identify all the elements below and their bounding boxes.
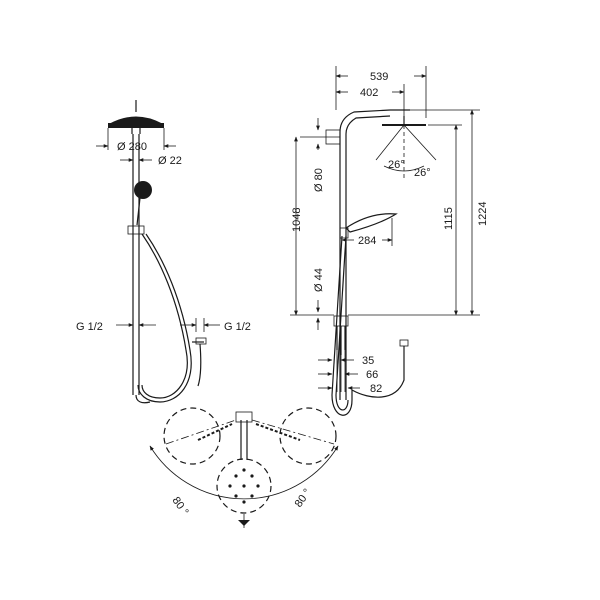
side-hand-shower [331,213,398,396]
arm-length-outer-dimension: 539 [335,66,427,118]
spray-angle-2-label: 26° [414,167,431,179]
total-height-label: 1224 [477,202,489,226]
nozzle-dots [228,468,260,504]
arm-length-inner-dimension: 402 [335,84,405,116]
offset-3-label: 82 [370,383,382,395]
pipe-diameter-label: Ø 22 [158,155,182,167]
arm-length-inner-label: 402 [360,87,378,99]
spray-angle: 26° 26° [375,124,437,179]
swivel-right-label: 80 ° [293,487,314,510]
overhead-shower-head [108,100,164,134]
swivel-position-right [279,407,337,465]
wall-spacing-label: Ø 80 [313,168,325,192]
lower-spacing-dimension: Ø 44 [313,268,325,330]
pipe-diameter-dimension: Ø 22 [120,155,182,167]
side-view: 26° 26° 539 [290,66,489,416]
head-diameter-dimension: Ø 280 [96,128,176,153]
head-height-dimension: 1115 [428,124,462,316]
swivel-position-center [216,458,272,514]
hose-connector [195,337,207,345]
handshower-reach-label: 284 [358,235,376,247]
head-height-label: 1115 [443,207,455,230]
arm-length-outer-label: 539 [370,71,388,83]
offset-2-label: 66 [366,369,378,381]
shower-hose [141,233,188,399]
connection-right-label: G 1/2 [224,321,251,333]
connection-right-dimension: G 1/2 [180,318,251,333]
swivel-left-label: 80 ° [170,495,191,518]
connection-left-label: G 1/2 [76,321,103,333]
rail-height-label: 1048 [291,208,303,232]
total-height-dimension: 1224 [348,109,489,316]
connection-left-dimension: G 1/2 [76,318,156,333]
top-view-arm [235,411,253,460]
swivel-position-left [163,407,221,465]
rail-height-dimension: 1048 [290,136,334,316]
swivel-arc [149,445,339,500]
front-view: Ø 280 Ø 22 G 1/2 G 1/2 [76,100,251,404]
offset-1-label: 35 [362,355,374,367]
offset-dimensions: 35 66 82 [318,350,382,395]
side-connections [336,326,346,355]
spray-angle-1-label: 26° [388,159,405,171]
handshower-reach-dimension: 284 [341,218,393,247]
head-diameter-label: Ø 280 [117,141,147,153]
top-view: 80 ° 80 ° [149,407,339,528]
lower-spacing-label: Ø 44 [313,268,325,292]
wall-spacing-dimension: Ø 80 [300,118,340,192]
side-hose [331,346,405,416]
riser-pipe [132,134,140,395]
hand-shower [127,181,152,235]
